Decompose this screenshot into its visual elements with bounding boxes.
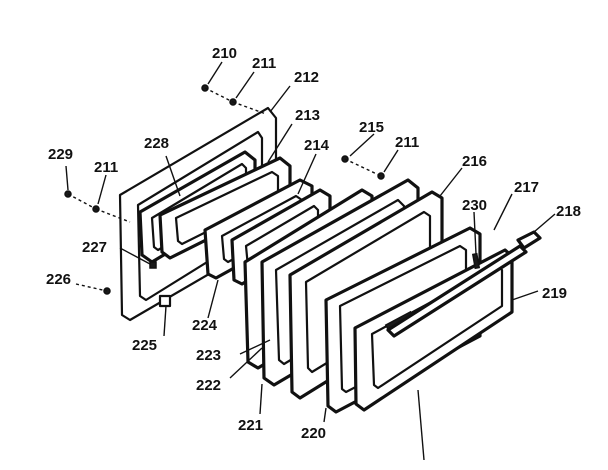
callout-223: 223 bbox=[196, 347, 221, 364]
callout-215: 215 bbox=[359, 119, 384, 136]
part-218-end-cap bbox=[516, 230, 542, 250]
callout-217: 217 bbox=[514, 179, 539, 196]
callout-224: 224 bbox=[192, 317, 218, 334]
callout-225: 225 bbox=[132, 337, 157, 354]
callout-211-top: 211 bbox=[252, 55, 276, 72]
part-213-inner-glass bbox=[158, 156, 292, 260]
callout-212: 212 bbox=[294, 69, 319, 86]
part-225-bracket bbox=[158, 294, 172, 308]
callout-226: 226 bbox=[46, 271, 71, 288]
callout-214: 214 bbox=[304, 137, 330, 154]
callout-211-left: 211 bbox=[94, 159, 118, 176]
callout-220: 220 bbox=[301, 425, 326, 442]
callout-216: 216 bbox=[462, 153, 487, 170]
callout-221: 221 bbox=[238, 417, 263, 434]
callout-228: 228 bbox=[144, 135, 169, 152]
callout-213: 213 bbox=[295, 107, 320, 124]
callout-222: 222 bbox=[196, 377, 221, 394]
callout-210: 210 bbox=[212, 45, 237, 62]
part-230-trim bbox=[471, 252, 481, 270]
part-211-screw-b bbox=[377, 172, 385, 180]
callout-211-right: 211 bbox=[395, 134, 419, 151]
callout-219: 219 bbox=[542, 285, 567, 302]
part-227-pin bbox=[149, 261, 157, 269]
callout-218: 218 bbox=[556, 203, 581, 220]
callout-227: 227 bbox=[82, 239, 107, 256]
part-217-handle bbox=[386, 244, 528, 338]
callout-230: 230 bbox=[462, 197, 487, 214]
callout-229: 229 bbox=[48, 146, 73, 163]
